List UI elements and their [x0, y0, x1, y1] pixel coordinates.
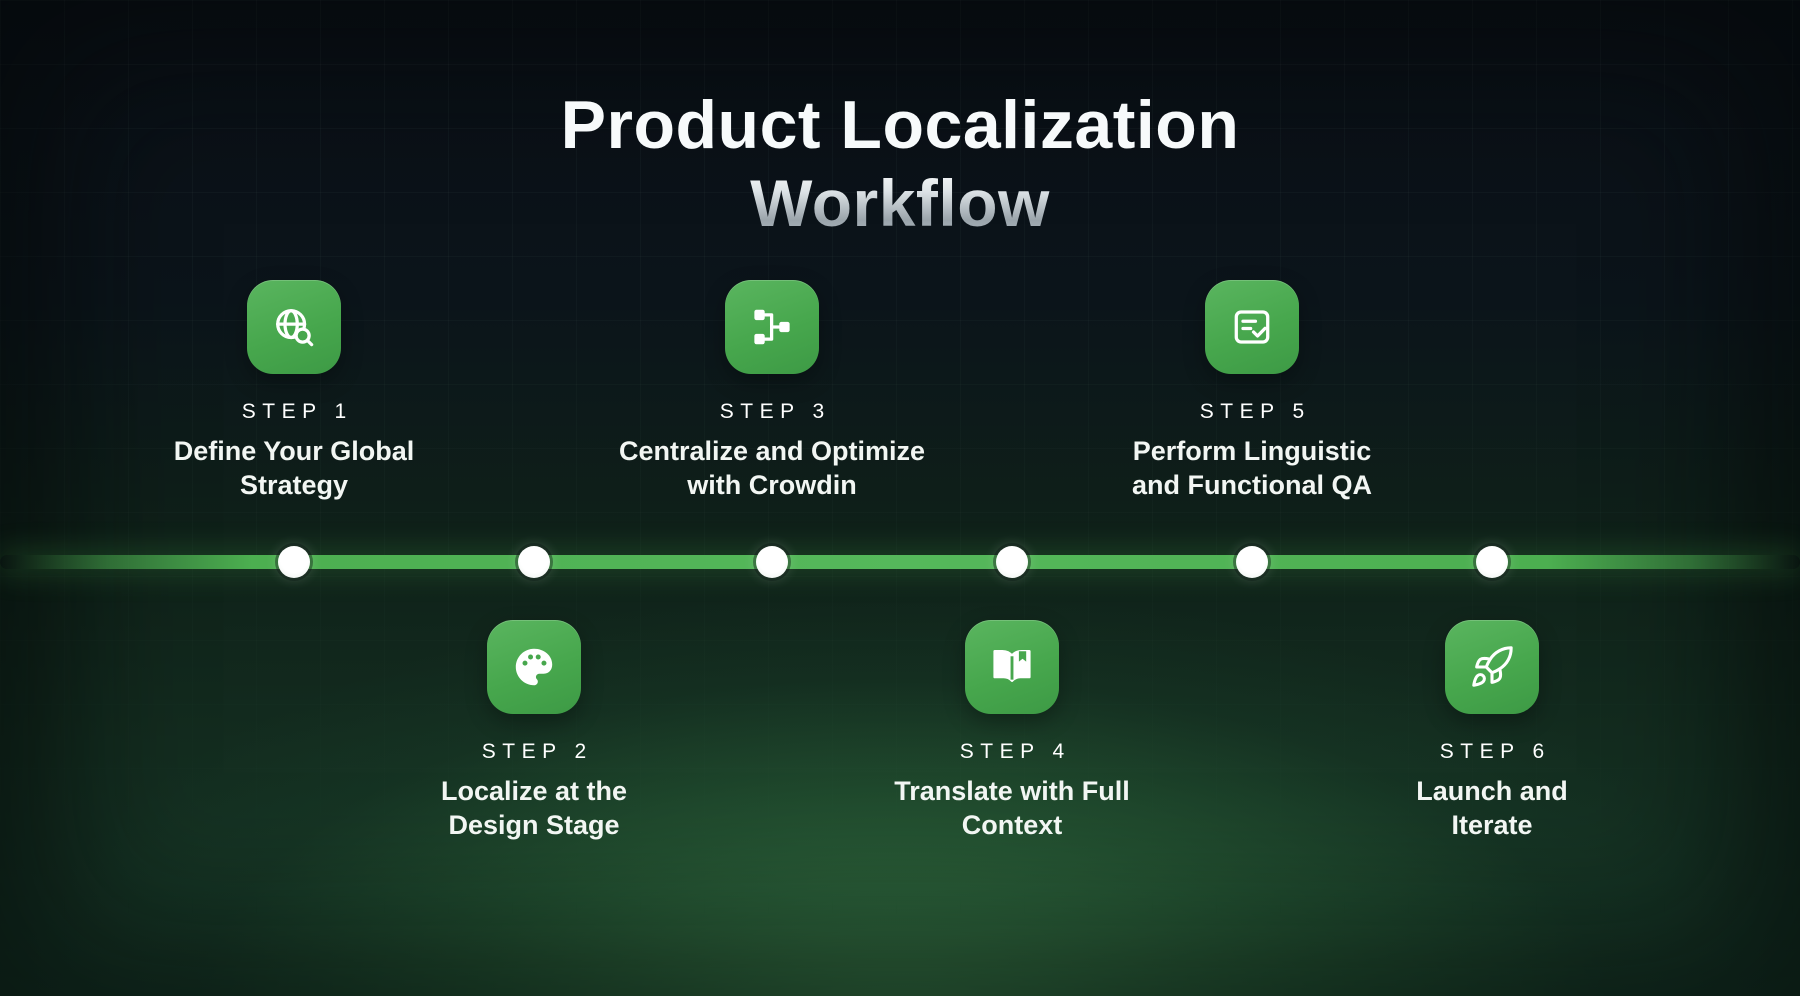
- step-title: Translate with Full Context: [894, 774, 1130, 842]
- workflow-nodes-glyph: [754, 309, 790, 345]
- step-title: Define Your Global Strategy: [174, 434, 415, 502]
- step-2: STEP 2 Localize at the Design Stage: [354, 620, 714, 842]
- step-label: STEP 1: [241, 400, 353, 423]
- step-title-line: Perform Linguistic: [1132, 436, 1372, 466]
- rocket-glyph: [1472, 646, 1513, 687]
- step-title: Perform Linguistic and Functional QA: [1132, 434, 1372, 502]
- page-title-line1: Product Localization: [560, 87, 1240, 163]
- step-title-line: Launch and: [1416, 776, 1568, 806]
- step-title: Localize at the Design Stage: [441, 774, 627, 842]
- globe-search-icon: [247, 280, 341, 374]
- step-label: STEP 3: [719, 400, 831, 423]
- page-title-line2: Workflow: [0, 164, 1800, 242]
- timeline-node-2: [518, 546, 550, 578]
- open-book-icon: [965, 620, 1059, 714]
- step-4: STEP 4 Translate with Full Context: [832, 620, 1192, 842]
- step-title-line: Iterate: [1451, 810, 1533, 840]
- step-title-line: and Functional QA: [1132, 470, 1372, 500]
- checklist-icon: [1205, 280, 1299, 374]
- timeline-node-1: [278, 546, 310, 578]
- palette-icon: [487, 620, 581, 714]
- step-title-line: with Crowdin: [687, 470, 857, 500]
- timeline-node-4: [996, 546, 1028, 578]
- step-title-line: Design Stage: [448, 810, 620, 840]
- page-title: Product Localization Workflow: [0, 86, 1800, 242]
- step-3: STEP 3 Centralize and Optimize with Crow…: [592, 280, 952, 502]
- timeline-node-3: [756, 546, 788, 578]
- step-title-line: Localize at the: [440, 776, 628, 806]
- step-label: STEP 2: [481, 740, 593, 763]
- step-title-line: Translate with Full: [894, 776, 1130, 806]
- timeline-line: [0, 555, 1800, 569]
- workflow-nodes-icon: [725, 280, 819, 374]
- rocket-icon: [1445, 620, 1539, 714]
- step-label: STEP 5: [1199, 400, 1311, 423]
- step-title: Centralize and Optimize with Crowdin: [619, 434, 925, 502]
- step-title: Launch and Iterate: [1416, 774, 1568, 842]
- step-6: STEP 6 Launch and Iterate: [1312, 620, 1672, 842]
- step-title-line: Define Your Global: [173, 436, 415, 466]
- step-title-line: Context: [961, 810, 1063, 840]
- step-title-line: Strategy: [239, 470, 349, 500]
- step-label: STEP 4: [959, 740, 1071, 763]
- open-book-glyph: [993, 649, 1031, 682]
- step-label: STEP 6: [1439, 740, 1551, 763]
- globe-search-glyph: [276, 309, 314, 347]
- palette-glyph: [515, 648, 553, 686]
- timeline-node-5: [1236, 546, 1268, 578]
- timeline-node-6: [1476, 546, 1508, 578]
- step-1: STEP 1 Define Your Global Strategy: [114, 280, 474, 502]
- step-5: STEP 5 Perform Linguistic and Functional…: [1072, 280, 1432, 502]
- step-title-line: Centralize and Optimize: [618, 436, 926, 466]
- checklist-glyph: [1234, 310, 1270, 344]
